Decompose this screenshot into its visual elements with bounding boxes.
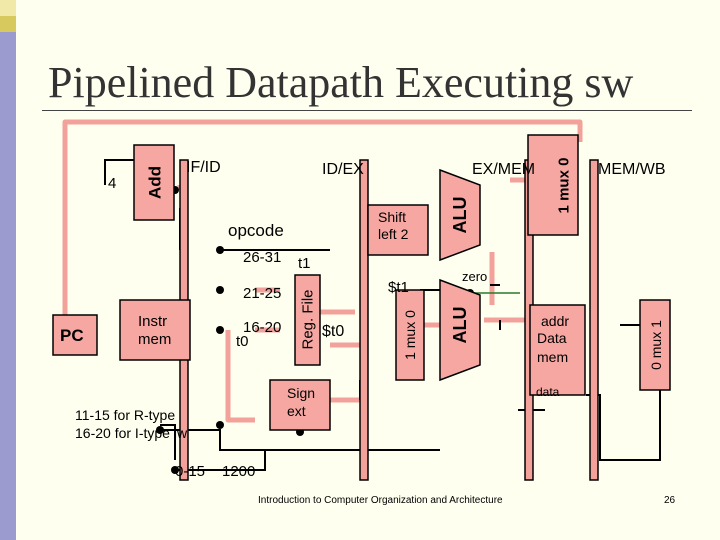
reg-file-label: Reg. File — [299, 289, 317, 350]
imm-branch-wire — [225, 330, 255, 423]
t0-label-b: $t0 — [322, 323, 345, 340]
ifid-label: IF/ID — [186, 159, 221, 176]
memwb-register — [589, 159, 599, 481]
dot-rd — [216, 421, 224, 429]
rtype-note: 11-15 for R-type — [75, 407, 176, 423]
reg-file-box — [294, 274, 321, 366]
mux-alu-box — [395, 289, 425, 381]
data-mem-label-1: addr — [541, 313, 570, 329]
pc-label: PC — [60, 326, 84, 345]
mux-wb-box — [639, 299, 671, 391]
alu-top-shape — [439, 168, 481, 262]
slide-title: Pipelined Datapath Executing sw — [48, 58, 634, 107]
itype-note: 16-20 for I-type lw — [75, 425, 188, 441]
alu-main-label: ALU — [450, 306, 470, 344]
t1-label-b: $t1 — [388, 279, 409, 296]
sidebar-square-1 — [0, 0, 16, 16]
left-sidebar-band — [0, 0, 16, 540]
instr-mem-label-2: mem — [138, 331, 172, 348]
page-number: 26 — [664, 495, 676, 506]
dot-rs — [216, 286, 224, 294]
shift-label-1: Shift — [378, 209, 407, 225]
dot-opcode — [216, 246, 224, 254]
dot-imm — [171, 466, 179, 474]
t0-label-a: t0 — [236, 333, 249, 350]
idex-register — [359, 159, 369, 481]
bits-16-20-label: 16-20 — [243, 319, 282, 336]
bits-0-15-label: 0-15 — [175, 463, 206, 480]
data-mem-label-2: Data — [537, 330, 567, 346]
memwb-label: MEM/WB — [598, 161, 666, 178]
data-mem-box — [529, 304, 586, 396]
idex-label: ID/EX — [322, 161, 364, 178]
data-mem-input-label: data — [536, 385, 560, 399]
imm-value-label: 1200 — [222, 463, 256, 480]
title-rule — [42, 110, 692, 111]
shift-box — [367, 204, 429, 256]
footer-caption: Introduction to Computer Organization an… — [258, 495, 503, 506]
sign-ext-label-2: ext — [287, 403, 306, 419]
dot-rt — [216, 326, 224, 334]
four-wire — [104, 159, 134, 185]
zero-label: zero — [462, 269, 488, 284]
mux-top-box — [527, 134, 579, 236]
four-label: 4 — [108, 175, 117, 192]
sidebar-square-2 — [0, 16, 16, 32]
dot-mux-input — [156, 426, 164, 434]
t1-label-a: t1 — [298, 255, 311, 272]
adder-label: Add — [145, 165, 165, 200]
dest-reg-wire — [160, 429, 440, 451]
mux-alu-label: 1 mux 0 — [402, 310, 418, 360]
sidebar-square-3 — [0, 32, 16, 48]
shift-label-2: left 2 — [378, 226, 409, 242]
imm-wire — [175, 450, 266, 471]
adder-box — [133, 144, 175, 221]
exmem-label: EX/MEM — [472, 161, 536, 178]
alu-main-shape — [439, 278, 481, 382]
instr-mem-box — [119, 299, 191, 361]
mux-wb-label: 0 mux 1 — [648, 320, 664, 370]
bits-26-31-label: 26-31 — [243, 249, 282, 266]
data-mem-label-3: mem — [537, 349, 569, 365]
pc-box — [52, 314, 98, 356]
rtype-wire — [160, 424, 176, 460]
sign-ext-box — [269, 379, 331, 431]
opcode-label: opcode — [228, 221, 284, 240]
sign-ext-label-1: Sign — [287, 385, 316, 401]
functional-units — [52, 134, 671, 431]
mux-top-label: 1 mux 0 — [555, 157, 573, 214]
instr-mem-label-1: Instr — [138, 313, 168, 330]
bits-21-25-label: 21-25 — [243, 285, 282, 302]
alu-top-label: ALU — [450, 196, 470, 234]
